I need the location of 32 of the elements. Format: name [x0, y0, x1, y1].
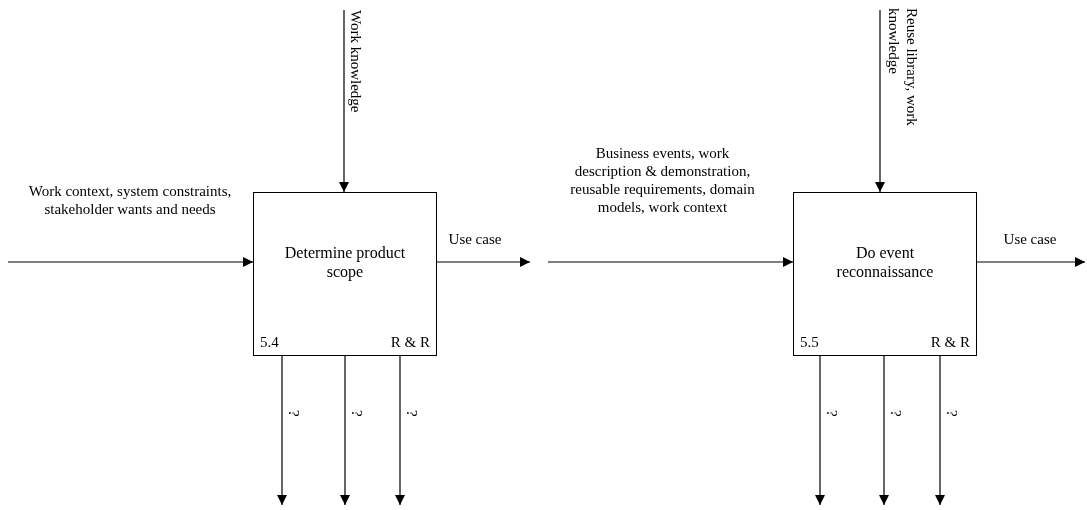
- arrow: [815, 355, 825, 506]
- process-name: Determine product scope: [283, 243, 407, 281]
- arrow: [436, 257, 531, 267]
- edge-label: Reuse library, work knowledge: [885, 8, 921, 128]
- process-box: [253, 192, 437, 356]
- process-name: Do event reconnaissance: [835, 243, 935, 281]
- arrow: [976, 257, 1086, 267]
- edge-label: Work knowledge: [347, 10, 365, 113]
- arrow: [340, 355, 350, 506]
- edge-label: Use case: [1002, 230, 1058, 248]
- role-label: R & R: [930, 334, 970, 351]
- arrow: [339, 9, 349, 193]
- edge-label: Use case: [447, 230, 503, 248]
- edge-label: ?: [887, 410, 905, 417]
- arrow: [935, 355, 945, 506]
- node-number: 5.5: [800, 334, 819, 351]
- edge-label: ?: [943, 410, 961, 417]
- edge-label: ?: [403, 410, 421, 417]
- arrow: [277, 355, 287, 506]
- arrow: [547, 257, 794, 267]
- role-label: R & R: [390, 334, 430, 351]
- edge-label: Work context, system constraints, stakeholder wants and needs: [27, 182, 233, 218]
- node-number: 5.4: [260, 334, 279, 351]
- arrow: [875, 9, 885, 193]
- process-box: [793, 192, 977, 356]
- edge-label: ?: [285, 410, 303, 417]
- edge-label: ?: [348, 410, 366, 417]
- arrow: [879, 355, 889, 506]
- arrow: [7, 257, 254, 267]
- edge-label: ?: [823, 410, 841, 417]
- edge-label: Business events, work description & demonstration, reusable requirements, domain models, work context: [569, 144, 756, 216]
- arrow: [395, 355, 405, 506]
